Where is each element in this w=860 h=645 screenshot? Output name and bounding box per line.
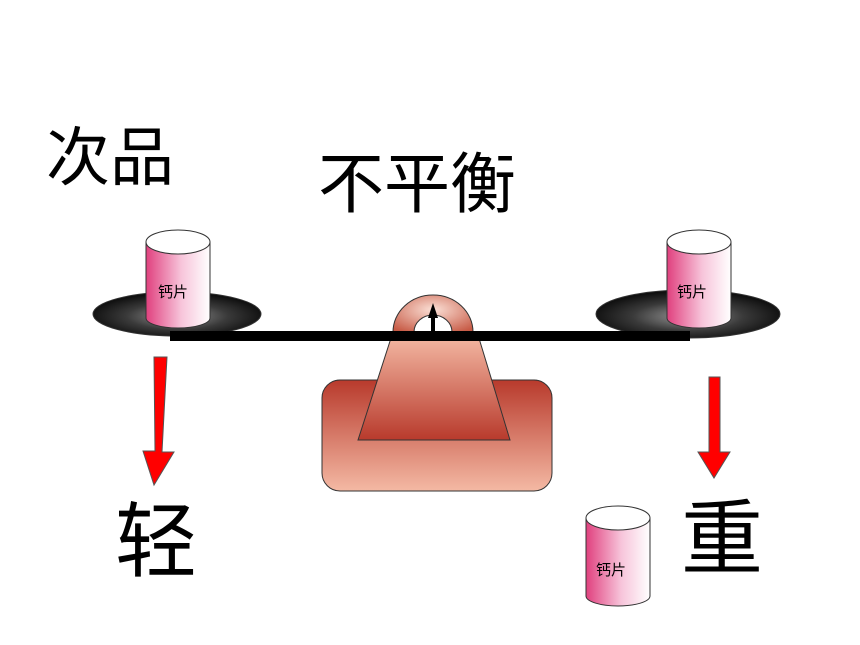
spare-container: 钙片	[585, 505, 651, 607]
scale-beam	[170, 331, 690, 341]
scale-stand	[357, 334, 511, 441]
right-down-arrow-icon	[697, 376, 731, 479]
label-heavy: 重	[681, 492, 763, 587]
label-defective: 次品	[46, 122, 174, 196]
left-down-arrow-icon	[142, 356, 175, 487]
left-container-label: 钙片	[158, 283, 188, 301]
spare-container-label: 钙片	[596, 561, 626, 579]
left-container: 钙片	[145, 229, 211, 329]
right-container-label: 钙片	[677, 283, 707, 301]
scale-needle-icon	[428, 303, 438, 333]
label-unbalanced: 不平衡	[318, 146, 516, 223]
label-light: 轻	[115, 495, 197, 590]
right-container: 钙片	[666, 229, 732, 329]
